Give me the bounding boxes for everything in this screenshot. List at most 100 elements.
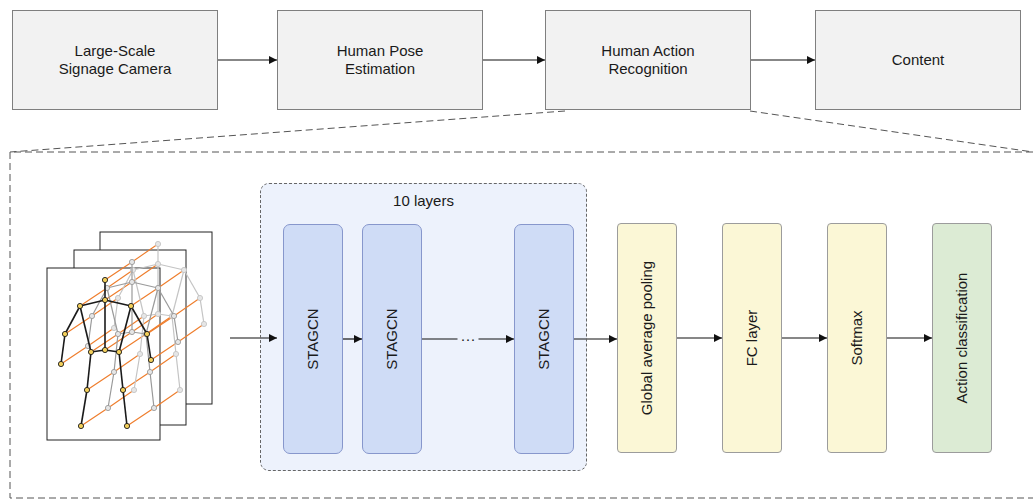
box-label: 10 layers <box>393 192 454 210</box>
joint <box>129 259 134 264</box>
joint <box>129 279 134 284</box>
box-label: Softmax <box>848 310 866 365</box>
process-box: Content <box>815 10 1021 110</box>
temporal-link <box>132 264 158 282</box>
temporal-link <box>132 244 158 262</box>
box-label: FC layer <box>743 310 761 367</box>
temporal-link <box>105 332 132 350</box>
joint <box>201 321 206 326</box>
bone <box>81 390 87 426</box>
joint <box>151 405 156 410</box>
joint <box>155 261 160 266</box>
joint <box>128 303 133 308</box>
joint <box>155 311 160 316</box>
temporal-link <box>81 408 108 426</box>
joint <box>102 347 107 352</box>
stagcn-block: STAGCN <box>283 224 343 454</box>
bone <box>146 288 158 334</box>
temporal-link <box>87 372 114 390</box>
joint <box>148 357 153 362</box>
zoom-line <box>750 111 1033 152</box>
flow-arrow <box>782 337 827 338</box>
bone <box>158 288 174 316</box>
flow-arrow <box>343 338 362 339</box>
joint <box>155 241 160 246</box>
process-box: Human Pose Estimation <box>277 10 483 110</box>
box-label: STAGCN <box>304 308 322 369</box>
zoom-line <box>10 111 565 152</box>
joint <box>58 361 63 366</box>
joint <box>147 369 152 374</box>
stagcn-block: STAGCN <box>514 224 574 454</box>
joint <box>116 349 121 354</box>
bone <box>133 264 158 270</box>
bone <box>80 300 105 306</box>
bone <box>146 334 150 372</box>
joint <box>77 303 82 308</box>
bone <box>184 270 200 298</box>
joint <box>124 423 129 428</box>
bone <box>107 282 132 288</box>
joint <box>173 351 178 356</box>
flow-arrow <box>574 338 617 339</box>
joint <box>120 387 125 392</box>
temporal-link <box>118 316 144 334</box>
bone <box>174 316 178 342</box>
bone <box>147 334 151 360</box>
temporal-link <box>151 342 178 360</box>
joint <box>155 285 160 290</box>
ellipsis-label: ··· <box>458 331 479 348</box>
box-label: STAGCN <box>535 308 553 369</box>
bone <box>80 306 91 352</box>
bone <box>158 264 184 270</box>
bone <box>172 270 184 316</box>
box-label: Content <box>892 51 945 69</box>
flow-arrow <box>483 59 545 60</box>
temporal-link <box>150 354 176 372</box>
box-label: Human Pose Estimation <box>318 42 443 78</box>
temporal-link <box>88 328 114 346</box>
box-label: Global average pooling <box>638 261 656 415</box>
joint <box>102 277 107 282</box>
group-fill <box>260 183 587 471</box>
temporal-link <box>127 408 154 426</box>
bone <box>200 298 204 324</box>
flow-arrow <box>887 337 932 338</box>
bone <box>131 306 147 334</box>
joint <box>130 267 135 272</box>
joint <box>171 313 176 318</box>
temporal-link <box>61 346 88 364</box>
input-arrow <box>230 337 277 338</box>
flow-arrow <box>751 59 815 60</box>
temporal-link <box>105 262 132 280</box>
bone <box>108 372 114 408</box>
process-box: Human Action Recognition <box>545 10 751 110</box>
box-label: STAGCN <box>383 308 401 369</box>
bone <box>107 288 118 334</box>
temporal-link <box>174 298 200 316</box>
bone <box>133 270 144 316</box>
bone <box>119 352 123 390</box>
bone <box>176 354 180 390</box>
joint <box>84 387 89 392</box>
joint <box>129 329 134 334</box>
box-label: Large-Scale Signage Camera <box>53 42 178 78</box>
temporal-link <box>107 270 133 288</box>
joint <box>197 295 202 300</box>
flow-arrow <box>218 59 277 60</box>
temporal-link <box>154 390 180 408</box>
joint <box>115 295 120 300</box>
joint <box>175 339 180 344</box>
bone <box>119 306 131 352</box>
layer-block: Softmax <box>827 223 887 453</box>
joint <box>137 351 142 356</box>
output-block: Action classification <box>932 223 992 453</box>
joint <box>115 331 120 336</box>
joint <box>131 387 136 392</box>
box-label: Human Action Recognition <box>586 42 711 78</box>
process-box: Large-Scale Signage Camera <box>12 10 218 110</box>
joint <box>177 387 182 392</box>
stagcn-block: STAGCN <box>362 224 422 454</box>
flow-arrow <box>677 337 722 338</box>
joint <box>111 369 116 374</box>
